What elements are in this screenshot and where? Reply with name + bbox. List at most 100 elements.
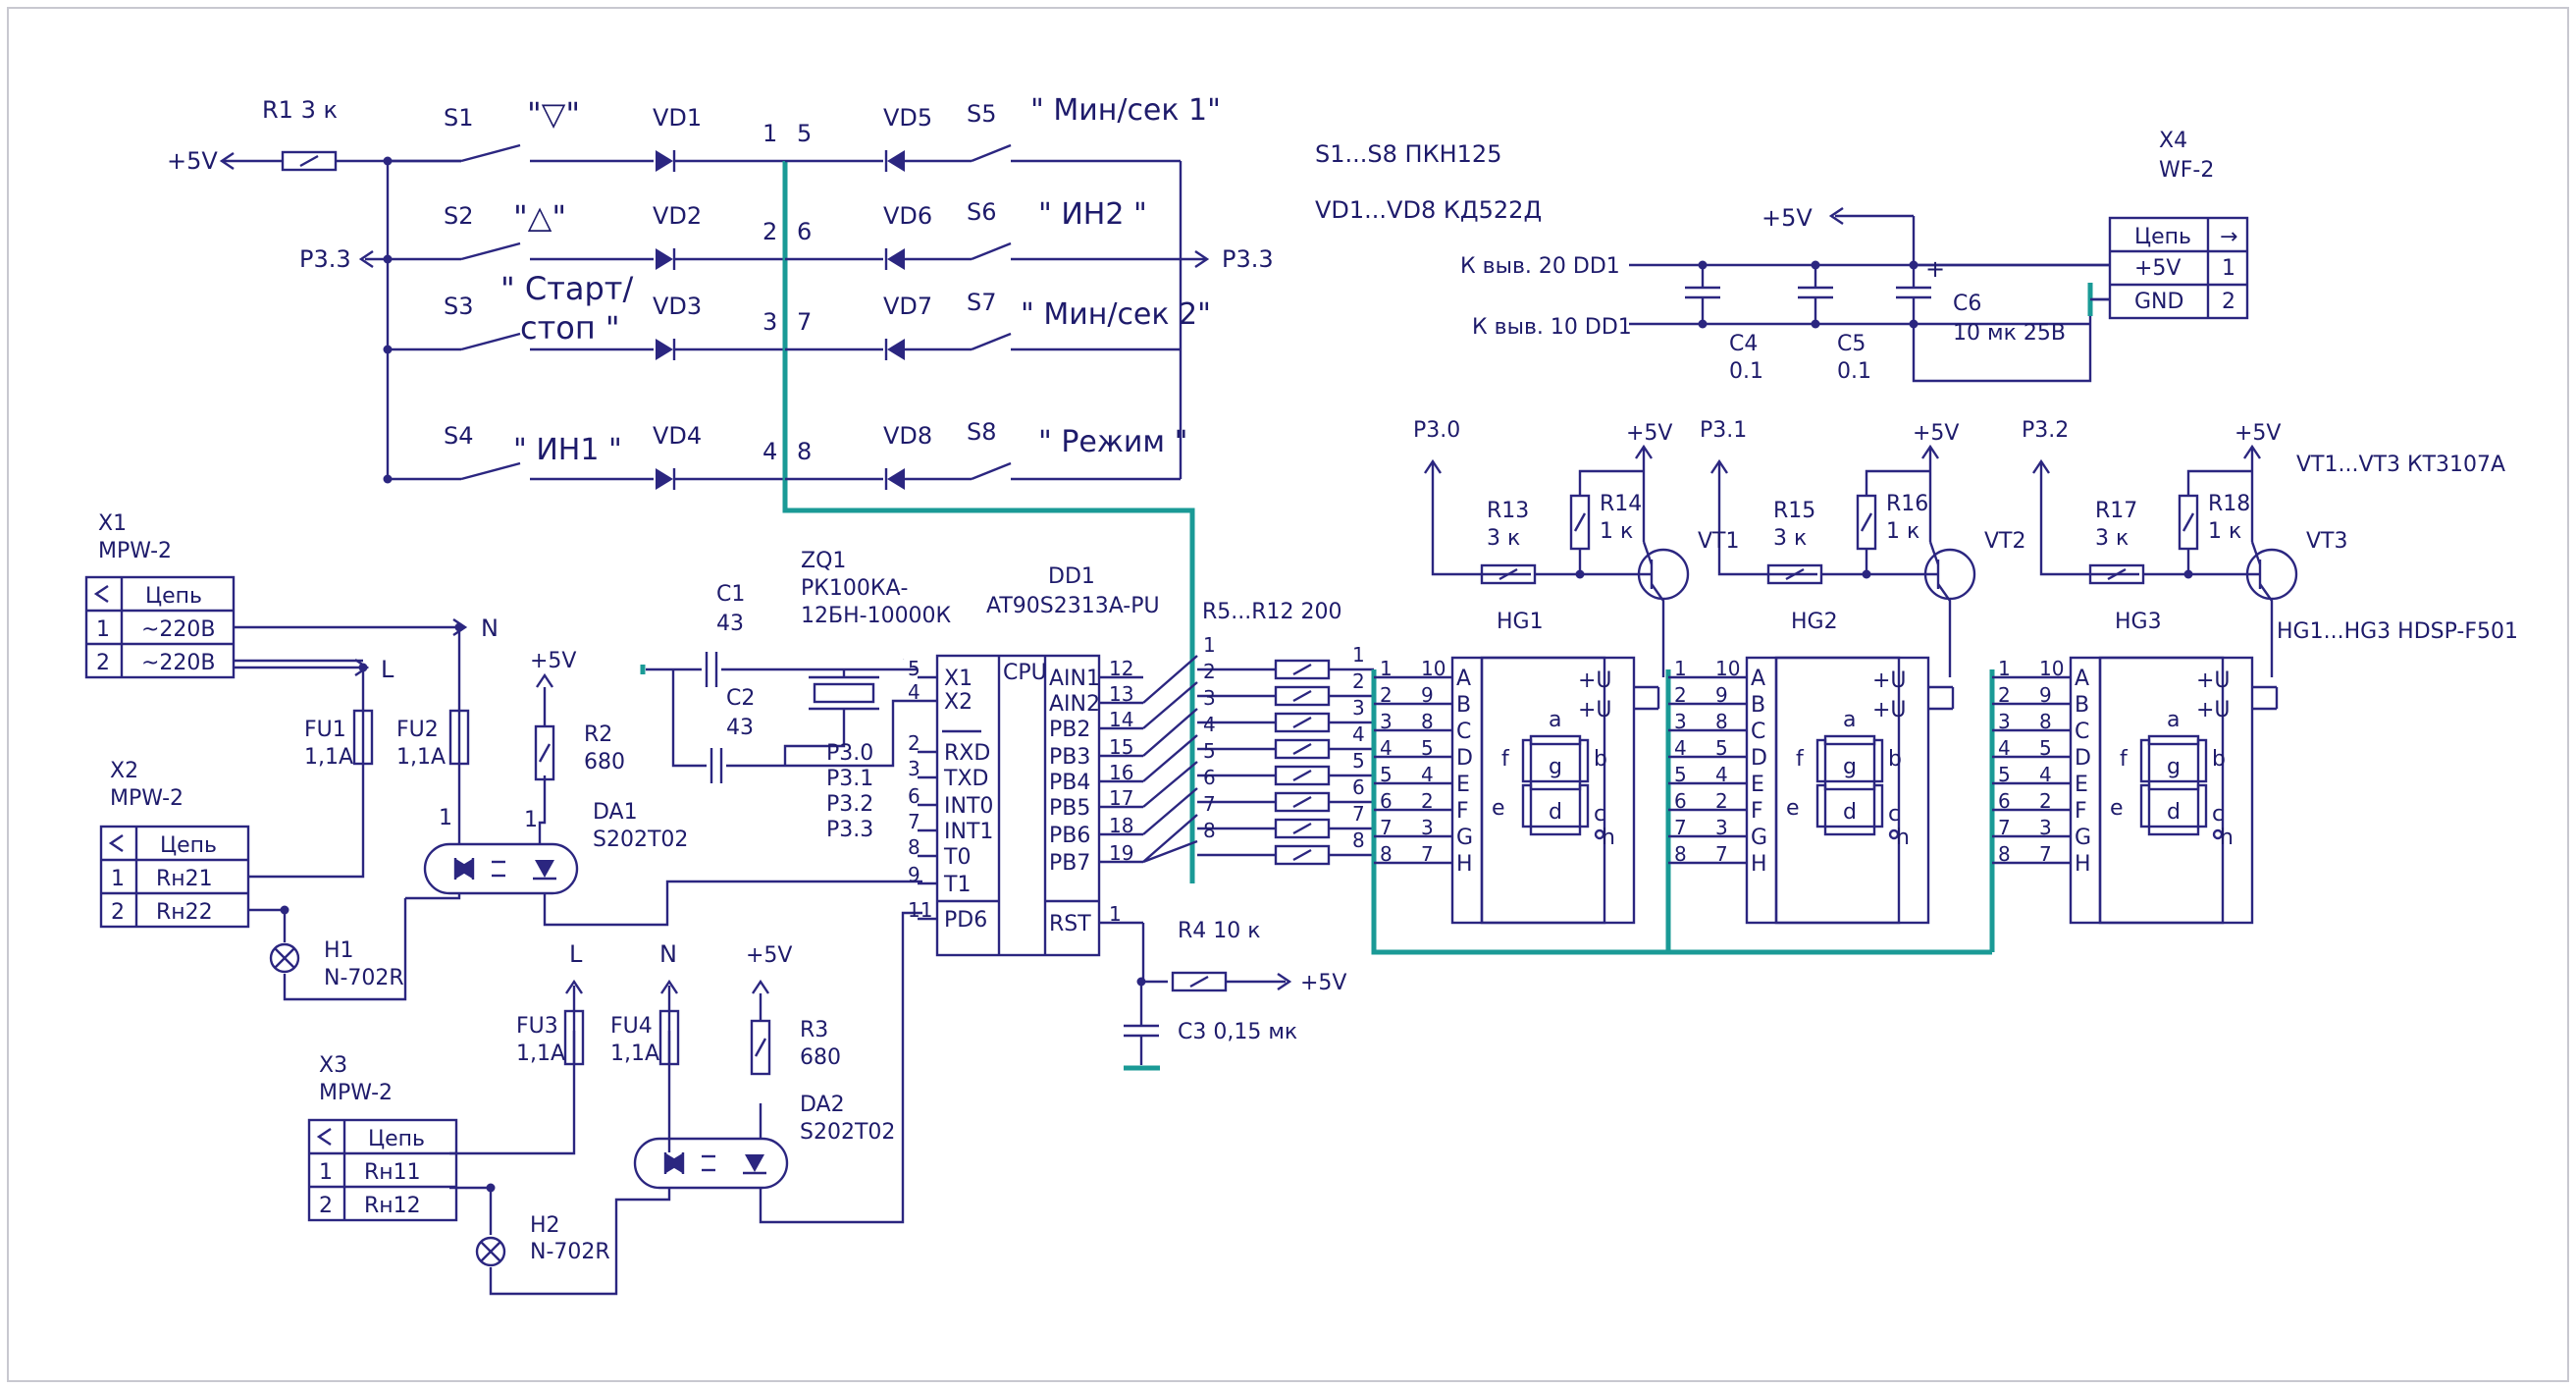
pin-num: 1	[1380, 657, 1393, 680]
hg3-display-letter-d: d	[2167, 800, 2181, 825]
r13-label: R13	[1487, 499, 1529, 523]
r4-label: R4 10 к	[1178, 919, 1261, 943]
hg1-display-letter-h: h	[1602, 826, 1615, 850]
junction-dot	[1698, 260, 1708, 270]
hg3-display-body	[2098, 656, 2254, 925]
pin-num: 3	[1380, 710, 1393, 733]
hg1-display-letter-b: b	[1594, 747, 1607, 772]
s7-label: S7	[967, 289, 997, 316]
wire	[283, 898, 407, 1001]
wire	[1142, 681, 1198, 729]
p30-pin-label: P3.0	[826, 741, 873, 766]
pin-num: 7	[908, 810, 920, 833]
p31-label: P3.1	[1700, 418, 1747, 443]
hg1-display-seg-E: E	[1456, 773, 1470, 797]
hg3-display-seg-D: D	[2075, 746, 2091, 771]
note-switches: S1...S8 ПКН125	[1315, 140, 1501, 168]
pin-num: 7	[1715, 842, 1728, 866]
bus-matrix	[782, 161, 1195, 883]
pin-num: 3	[908, 757, 920, 780]
pin-num: 10	[2039, 657, 2064, 680]
k10-label: К выв. 10 DD1	[1472, 315, 1632, 340]
s2-switch	[460, 241, 521, 261]
vt2-label: VT2	[1984, 529, 2026, 554]
s5-switch	[971, 143, 1012, 163]
vd4-label: VD4	[653, 422, 702, 450]
pin-num: 2	[1998, 683, 2011, 707]
vt-note: VT1...VT3 КТ3107А	[2296, 453, 2505, 477]
pin-num: 7	[1421, 842, 1434, 866]
r17-value: 3 к	[2095, 526, 2129, 551]
pin-num: 4	[1421, 763, 1434, 786]
s8-label: S8	[967, 418, 997, 446]
c1-label: C1	[716, 582, 745, 607]
r9-resistor-mark	[1292, 769, 1312, 782]
r16-label: R16	[1886, 492, 1928, 516]
vd3-diode	[656, 339, 673, 360]
hg2-display-dp	[1888, 828, 1900, 840]
arrow-left-icon	[1828, 207, 1844, 225]
p30-label: P3.0	[1413, 418, 1460, 443]
r4-resistor-mark	[1189, 975, 1209, 988]
hg1-display-letter-g: g	[1549, 755, 1562, 779]
fu3-label: FU3	[516, 1014, 558, 1039]
c3-label: C3 0,15 мк	[1178, 1020, 1297, 1044]
hg3-display-letter-b: b	[2212, 747, 2226, 772]
vd3-label: VD3	[653, 293, 702, 320]
hg2-display-label: HG2	[1791, 610, 1838, 634]
vd2-diode	[656, 248, 673, 270]
r9-resistor	[1274, 765, 1331, 786]
pin-num: 5	[1998, 763, 2011, 786]
r15-resistor-mark	[1785, 567, 1805, 581]
hg1-display-seg-D: D	[1456, 746, 1473, 771]
wire	[1937, 583, 1952, 677]
c2-value: 43	[726, 716, 754, 740]
r2-5v: +5V	[530, 649, 576, 673]
btn-mode-label: " Режим "	[1038, 425, 1187, 459]
arrow-left-icon	[316, 1128, 332, 1146]
pin-num: 3	[1715, 816, 1728, 839]
r3-resistor	[750, 1019, 771, 1076]
c4-label: C4	[1729, 332, 1758, 356]
hg3-display-segment-v	[2196, 783, 2208, 828]
pin-num: 18	[1109, 814, 1133, 837]
h1-model: N-702R	[324, 966, 404, 990]
hg1-display-segment-h	[1529, 825, 1582, 836]
vd2-label: VD2	[653, 202, 702, 230]
arrow-up-icon	[536, 672, 553, 688]
pin-left-INT0: INT0	[944, 794, 993, 819]
bus-num: 1	[1203, 633, 1216, 657]
row-num: 7	[797, 308, 812, 336]
hg3-display-pu1: +U	[2196, 668, 2231, 693]
wire	[1141, 923, 1168, 984]
x3-connector-n1: 1	[319, 1160, 333, 1185]
btn-start-label: " Старт/	[500, 270, 633, 307]
pin-left-INT1: INT1	[944, 820, 993, 844]
pin-num: 8	[908, 835, 920, 859]
arrow-up-icon	[1424, 458, 1442, 474]
pin-num: 2	[1421, 789, 1434, 813]
hg2-display-letter-c: c	[1888, 802, 1900, 827]
hg3-display-seg-G: G	[2075, 826, 2091, 850]
wire	[1142, 655, 1198, 704]
x2-connector-row1: Rн21	[156, 867, 213, 891]
pin-num: 6	[1998, 789, 2011, 813]
hg1-display-letter-a: a	[1549, 708, 1561, 732]
vd8-diode	[887, 468, 905, 490]
r17-resistor-mark	[2107, 567, 2127, 581]
junction-dot	[383, 254, 393, 264]
vd5-label: VD5	[883, 104, 932, 132]
x2-label: X2	[110, 759, 138, 783]
r12-resistor	[1274, 844, 1331, 866]
hg2-display-letter-h: h	[1896, 826, 1910, 850]
pin-num: 4	[1380, 736, 1393, 760]
x4-model: WF-2	[2159, 158, 2214, 183]
s3-switch	[460, 332, 521, 351]
hg3-display-letter-h: h	[2220, 826, 2234, 850]
wire	[1142, 761, 1198, 808]
hg2-display-letter-f: f	[1796, 747, 1805, 772]
bus-num: 6	[1203, 766, 1216, 789]
da2-label: DA2	[800, 1093, 845, 1117]
x4-pin2: 2	[2222, 290, 2235, 314]
wire	[2039, 461, 2139, 576]
